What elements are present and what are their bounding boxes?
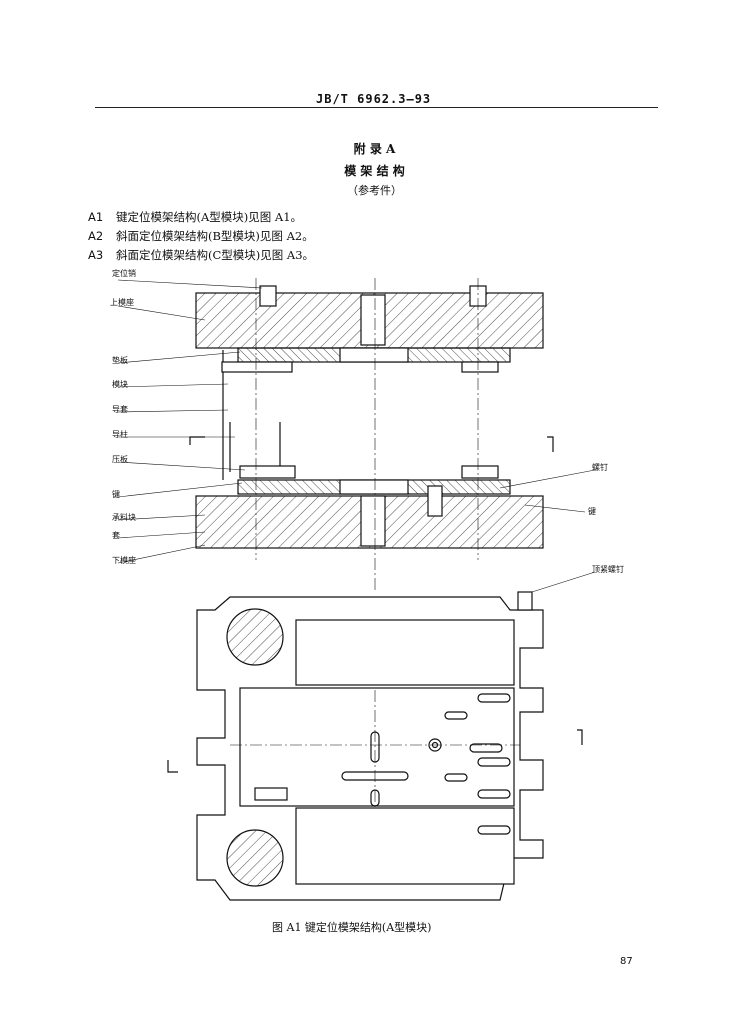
label-lower-base: 下模座: [112, 556, 136, 565]
appendix-subtitle: 模 架 结 构: [344, 164, 405, 178]
label-key: 键: [112, 490, 120, 499]
list-item: A3 斜面定位模架结构(C型模块)见图 A3。: [88, 247, 314, 263]
page-number: 87: [620, 956, 633, 967]
label-locating-pin: 定位销: [112, 269, 136, 278]
list-item: A2 斜面定位模架结构(B型模块)见图 A2。: [88, 228, 314, 244]
appendix-note: （参考件）: [347, 184, 402, 197]
list-item: A1 键定位模架结构(A型模块)见图 A1。: [88, 209, 302, 225]
item-text: 斜面定位模架结构(B型模块)见图 A2。: [116, 229, 314, 243]
label-guide-post: 导柱: [112, 430, 128, 439]
label-press-plate: 压板: [112, 455, 128, 464]
figure-caption: 图 A1 键定位模架结构(A型模块): [272, 921, 432, 934]
label-support-block: 承料块: [112, 513, 136, 522]
item-number: A2: [88, 229, 104, 243]
label-guide-bush: 导套: [112, 405, 128, 414]
label-sleeve: 套: [112, 531, 120, 540]
standard-number: JB/T 6962.3—93: [316, 92, 432, 106]
appendix-title: 附 录 A: [353, 142, 396, 156]
label-upper-base: 上模座: [110, 298, 134, 307]
item-text: 斜面定位模架结构(C型模块)见图 A3。: [116, 248, 315, 262]
label-screw: 螺钉: [592, 463, 608, 472]
item-text: 键定位模架结构(A型模块)见图 A1。: [116, 210, 303, 224]
item-number: A3: [88, 248, 104, 262]
header-rule: [95, 107, 658, 108]
label-die-block: 模块: [112, 380, 128, 389]
label-pad-plate: 垫板: [112, 356, 128, 365]
label-key-right: 键: [588, 507, 596, 516]
item-number: A1: [88, 210, 104, 224]
label-set-screw: 顶紧螺钉: [592, 565, 624, 574]
